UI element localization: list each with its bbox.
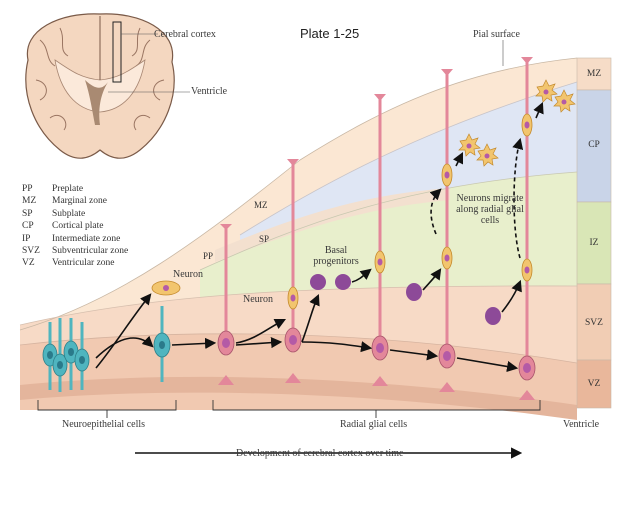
cortex-sample-box <box>112 21 122 83</box>
legend-row: MZ Marginal zone <box>22 195 128 207</box>
legend-abbr: PP <box>22 184 33 194</box>
neuron-label-late: Neuron <box>243 294 273 305</box>
legend-desc: Cortical plate <box>52 221 104 232</box>
legend-row: IP Intermediate zone <box>22 233 128 245</box>
legend-abbr: SVZ <box>22 246 40 257</box>
zone-panel-vz <box>576 359 612 409</box>
basal-progenitors <box>310 274 501 325</box>
zone-label-svz: SVZ <box>585 318 603 328</box>
cerebral-cortex-label: Cerebral cortex <box>154 29 216 40</box>
legend-abbr: IP <box>22 233 31 244</box>
ventricle-bottom-label: Ventricle <box>563 419 600 430</box>
legend-desc: Subplate <box>52 208 86 219</box>
zone-panel-cp <box>576 89 612 203</box>
plate-title: Plate 1-25 <box>300 26 360 41</box>
neuroepithelial-cells-label: Neuroepithelial cells <box>62 419 146 430</box>
legend-desc: Marginal zone <box>52 196 107 207</box>
group-brackets <box>37 400 541 418</box>
legend-abbr: MZ <box>22 196 37 207</box>
stage-label-pp: PP <box>203 251 214 261</box>
brain-ventricle <box>85 80 108 125</box>
legend-row: SVZ Subventricular zone <box>22 245 128 257</box>
zone-label-vz: VZ <box>587 379 601 389</box>
legend-abbr: SP <box>22 208 33 219</box>
radial-glia <box>217 57 536 400</box>
stage-label-mz: MZ <box>254 200 268 210</box>
ventricle-label: Ventricle <box>191 86 228 97</box>
migration-label: Neurons migrate along radial glial cells <box>456 193 524 226</box>
legend-row: SP Subplate <box>22 208 128 220</box>
abbreviation-legend: PP Preplate MZ Marginal zone SP Subplate CP… <box>22 183 128 270</box>
zone-label-iz: IZ <box>589 238 599 248</box>
ventricle-surface <box>20 376 577 420</box>
zone-panel-svz <box>576 283 612 361</box>
subplate-layer <box>215 188 450 262</box>
legend-abbr: CP <box>22 221 34 232</box>
legend-desc: Intermediate zone <box>52 233 121 244</box>
legend-desc: Preplate <box>52 184 84 194</box>
legend-row: CP Cortical plate <box>22 220 128 232</box>
radial-glial-cells-label: Radial glial cells <box>340 419 408 430</box>
neuron-label-early: Neuron <box>173 269 203 280</box>
development-arrows <box>95 101 544 373</box>
neuroepithelial-cells <box>42 306 171 392</box>
pial-surface-label: Pial surface <box>473 29 520 40</box>
legend-row: VZ Ventricular zone <box>22 257 128 269</box>
zone-label-mz: MZ <box>586 69 602 79</box>
basal-progenitors-label: Basal progenitors <box>313 245 359 267</box>
legend-desc: Subventricular zone <box>52 246 129 257</box>
timeline-label: Development of cerebral cortex over time <box>236 448 404 459</box>
zone-panel-iz <box>576 201 612 285</box>
zone-label-cp: CP <box>588 140 600 150</box>
brain-coronal-section <box>25 13 190 159</box>
stage-label-sp: SP <box>259 234 270 244</box>
legend-row: PP Preplate <box>22 183 128 195</box>
legend-desc: Ventricular zone <box>52 258 115 269</box>
migrating-neurons <box>151 79 576 310</box>
legend-abbr: VZ <box>22 258 35 269</box>
